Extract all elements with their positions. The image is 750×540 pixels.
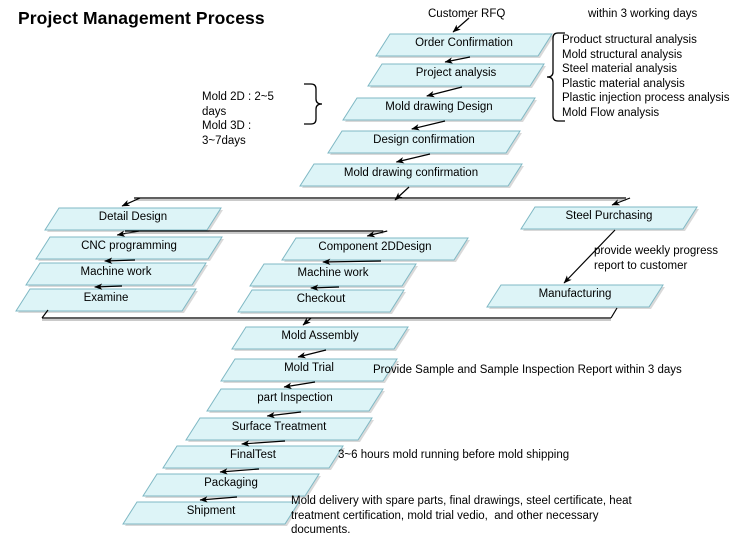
right-brace [546,32,565,122]
node-mold_drawing_confirmation[interactable] [299,163,523,187]
arrow-mold_drawing_design-to-design_confirmation [411,120,446,131]
node-machine_work_middle[interactable] [249,263,417,287]
node-mold_assembly[interactable] [231,326,409,350]
arrow-final_test-to-packaging [219,468,260,475]
arrow-order_confirmation-to-project_analysis [444,56,471,64]
merge-from-manufacturing [610,307,618,319]
node-mold_drawing_design[interactable] [342,97,536,121]
node-project_analysis[interactable] [367,63,545,87]
node-machine_work_left[interactable] [25,262,207,286]
node-shapes [15,33,699,526]
node-component_2d_design[interactable] [281,237,469,261]
brace-marks [304,32,565,125]
arrow-packaging-to-shipment [199,496,238,503]
arrow-mold_trial-to-part_inspection [283,381,316,389]
arrow-project_analysis-to-mold_drawing_design [426,86,463,98]
merge-into-mold-assembly [302,317,312,326]
arrow-machine_work_middle-to-checkout [310,284,340,291]
node-packaging[interactable] [142,473,320,497]
arrow-machine_work_left-to-examine [94,283,123,290]
connector-lines [41,17,631,503]
split-to-component-2d-design [366,230,388,238]
node-design_confirmation[interactable] [327,130,521,154]
left-brace [304,83,323,125]
arrow-surface_treatment-to-final_test [241,440,286,447]
arrow-steel_purchasing-to-manufacturing [563,229,616,284]
node-checkout[interactable] [237,289,405,313]
split-from-mold-drawing-confirmation [394,186,410,201]
annotation-mold-2d-3d-timing: Mold 2D : 2~5 days Mold 3D : 3~7days [202,91,274,147]
node-cnc_programming[interactable] [35,236,223,260]
arrow-mold_assembly-to-mold_trial [297,349,327,359]
arrow-cnc_programming-to-machine_work_left [104,257,136,264]
page-title: Project Management Process [18,8,265,28]
annotation-analysis-list: Product structural analysis Mold structu… [562,34,730,119]
annotation-mold-running-note: 3~6 hours mold running before mold shipp… [338,449,570,461]
merge-from-examine [41,309,49,319]
node-final_test[interactable] [162,445,344,469]
node-steel_purchasing[interactable] [520,206,698,230]
split-to-detail-design [121,197,141,207]
arrow-part_inspection-to-surface_treatment [266,411,302,419]
node-part_inspection[interactable] [206,388,384,412]
annotation-within-3-days: within 3 working days [588,8,698,20]
arrow-into-order_confirmation [452,17,470,33]
annotation-customer-rfq: Customer RFQ [428,8,506,20]
node-order_confirmation[interactable] [375,33,553,57]
node-shipment[interactable] [122,501,300,525]
node-mold_trial[interactable] [220,358,398,382]
annotation-weekly-progress-note: provide weekly progress report to custom… [594,245,719,272]
annotation-sample-report-note: Provide Sample and Sample Inspection Rep… [373,364,682,376]
annotation-delivery-note: Mold delivery with spare parts, final dr… [291,495,632,536]
node-examine[interactable] [15,288,197,312]
arrow-design_confirmation-to-mold_drawing_confirmation [395,153,431,164]
node-surface_treatment[interactable] [185,417,373,441]
node-detail_design[interactable] [44,207,222,231]
arrow-component_2d_design-to-machine_work_middle [322,258,382,266]
node-manufacturing[interactable] [486,284,664,308]
split-to-steel-purchasing [611,197,631,206]
